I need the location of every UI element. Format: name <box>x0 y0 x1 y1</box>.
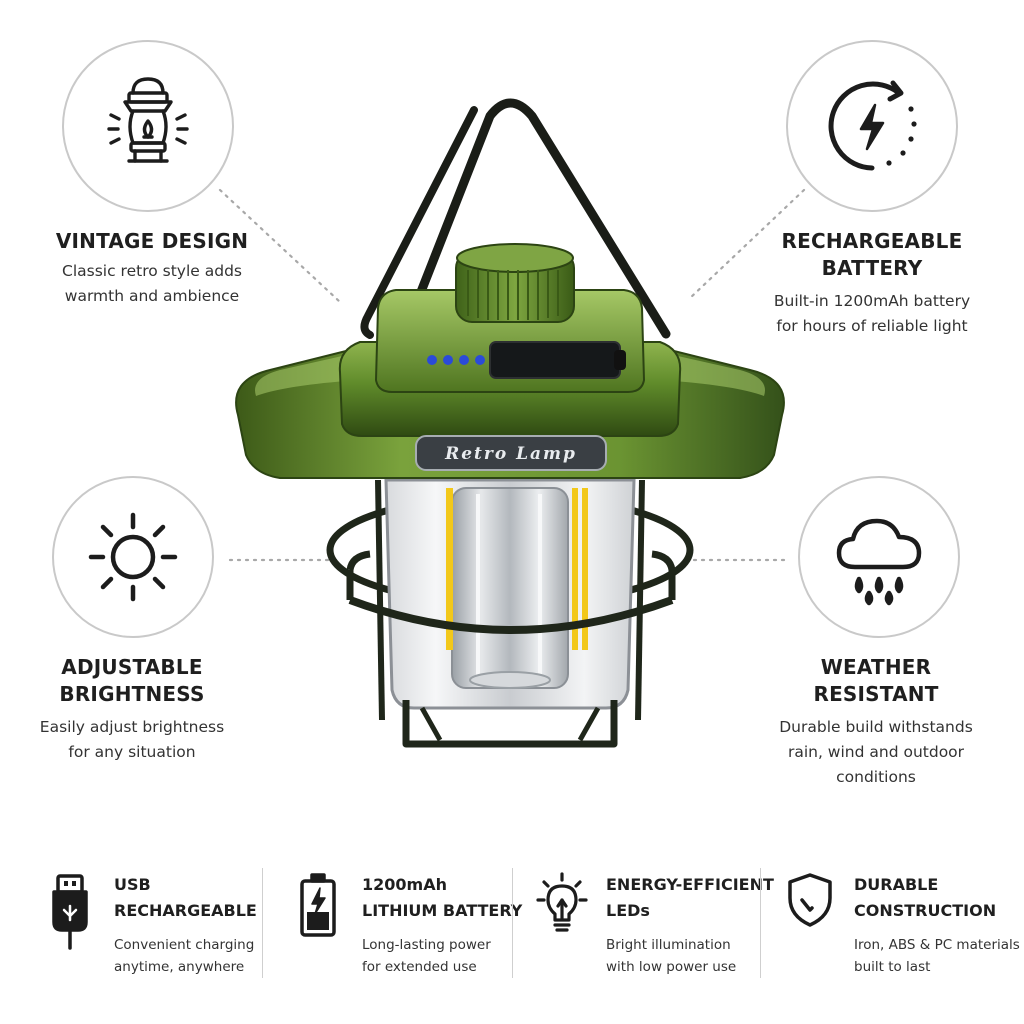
weather-resistant-title: WEATHER RESISTANT <box>756 654 996 708</box>
lightbulb-icon <box>536 872 588 932</box>
rechargeable-battery-badge <box>786 40 958 212</box>
battery-indicator-3 <box>459 355 469 365</box>
connector-dots-battery <box>686 188 806 302</box>
led-filament-right-b <box>582 488 588 650</box>
brightness-desc-line1: Easily adjust brightness <box>39 718 225 736</box>
battery-indicator-2 <box>443 355 453 365</box>
rain-cloud-icon <box>836 518 922 606</box>
bottom-feature-durable: DURABLE CONSTRUCTION Iron, ABS & PC mate… <box>784 860 1020 980</box>
battery-icon <box>300 873 336 937</box>
rechargeable-battery-title: RECHARGEABLE BATTERY <box>744 228 1000 282</box>
battery-title-line2: BATTERY <box>821 256 923 280</box>
usb-port-cover <box>489 341 621 379</box>
rechargeable-battery-desc: Built-in 1200mAh battery for hours of re… <box>744 289 1000 339</box>
bottom-feature-usb: USB RECHARGEABLE Convenient charging any… <box>44 860 264 980</box>
weather-resistant-desc: Durable build withstands rain, wind and … <box>756 715 996 790</box>
durable-desc-line2: built to last <box>854 959 931 975</box>
usb-title-line1: USB <box>114 875 151 894</box>
leds-title-line2: LEDs <box>606 901 650 920</box>
battery-spec-desc-line2: for extended use <box>362 959 477 975</box>
led-filament-left <box>446 488 453 650</box>
usb-title-line2: RECHARGEABLE <box>114 901 257 920</box>
battery-spec-title-line1: 1200mAh <box>362 875 447 894</box>
durable-desc-line1: Iron, ABS & PC materials <box>854 937 1020 953</box>
retro-lamp-plate-text: Retro Lamp <box>444 444 577 464</box>
durable-title-line2: CONSTRUCTION <box>854 901 997 920</box>
weather-title-line2: RESISTANT <box>813 682 939 706</box>
bottom-feature-battery: 1200mAh LITHIUM BATTERY Long-lasting pow… <box>292 860 522 980</box>
weather-desc-line2: rain, wind and outdoor <box>787 743 965 761</box>
connector-dots-weather <box>692 558 792 562</box>
battery-desc-line2: for hours of reliable light <box>776 317 968 335</box>
adjustable-brightness-title: ADJUSTABLE BRIGHTNESS <box>14 654 250 708</box>
bottom-feature-bar: USB RECHARGEABLE Convenient charging any… <box>30 860 1020 980</box>
connector-dots-vintage <box>218 188 342 304</box>
bottom-feature-leds: ENERGY-EFFICIENT LEDs Bright illuminatio… <box>536 860 776 980</box>
adjustable-brightness-badge <box>52 476 214 638</box>
battery-title-line1: RECHARGEABLE <box>781 229 963 253</box>
battery-spec-title-line2: LITHIUM BATTERY <box>362 901 523 920</box>
leds-title-line1: ENERGY-EFFICIENT <box>606 875 774 894</box>
brightness-title-line1: ADJUSTABLE <box>61 655 203 679</box>
sun-icon <box>88 512 178 602</box>
durable-title-line1: DURABLE <box>854 875 939 894</box>
weather-resistant-badge <box>798 476 960 638</box>
weather-desc-line1: Durable build withstands <box>779 718 973 736</box>
bottom-divider-2 <box>512 868 513 978</box>
leds-desc-line1: Bright illumination <box>606 937 731 953</box>
leds-desc-line2: with low power use <box>606 959 737 975</box>
led-filament-right-a <box>572 488 578 650</box>
lantern-icon <box>107 77 189 163</box>
charging-cycle-icon <box>828 80 917 171</box>
vintage-design-title: VINTAGE DESIGN <box>55 229 249 253</box>
weather-title-line1: WEATHER <box>820 655 932 679</box>
retro-lantern-product: Retro Lamp <box>235 98 785 748</box>
bottom-divider-1 <box>262 868 263 978</box>
battery-indicator-1 <box>427 355 437 365</box>
vintage-design-desc: Classic retro style adds warmth and ambi… <box>20 259 284 309</box>
weather-desc-line3: conditions <box>836 768 916 786</box>
usb-desc-line1: Convenient charging <box>114 937 255 953</box>
vintage-desc-line2: warmth and ambience <box>64 287 240 305</box>
bottom-divider-3 <box>760 868 761 978</box>
vintage-desc-line1: Classic retro style adds <box>62 262 242 280</box>
shield-icon <box>788 873 832 927</box>
battery-indicator-4 <box>475 355 485 365</box>
usb-icon <box>52 874 88 950</box>
battery-spec-desc-line1: Long-lasting power <box>362 937 491 953</box>
connector-dots-brightness <box>228 558 344 562</box>
vintage-design-badge <box>62 40 234 212</box>
adjustable-brightness-desc: Easily adjust brightness for any situati… <box>14 715 250 765</box>
battery-desc-line1: Built-in 1200mAh battery <box>773 292 971 310</box>
brightness-desc-line2: for any situation <box>68 743 196 761</box>
usb-desc-line2: anytime, anywhere <box>114 959 245 975</box>
retro-lamp-plate <box>415 435 607 471</box>
brightness-title-line2: BRIGHTNESS <box>59 682 205 706</box>
lantern-handle <box>401 98 671 339</box>
